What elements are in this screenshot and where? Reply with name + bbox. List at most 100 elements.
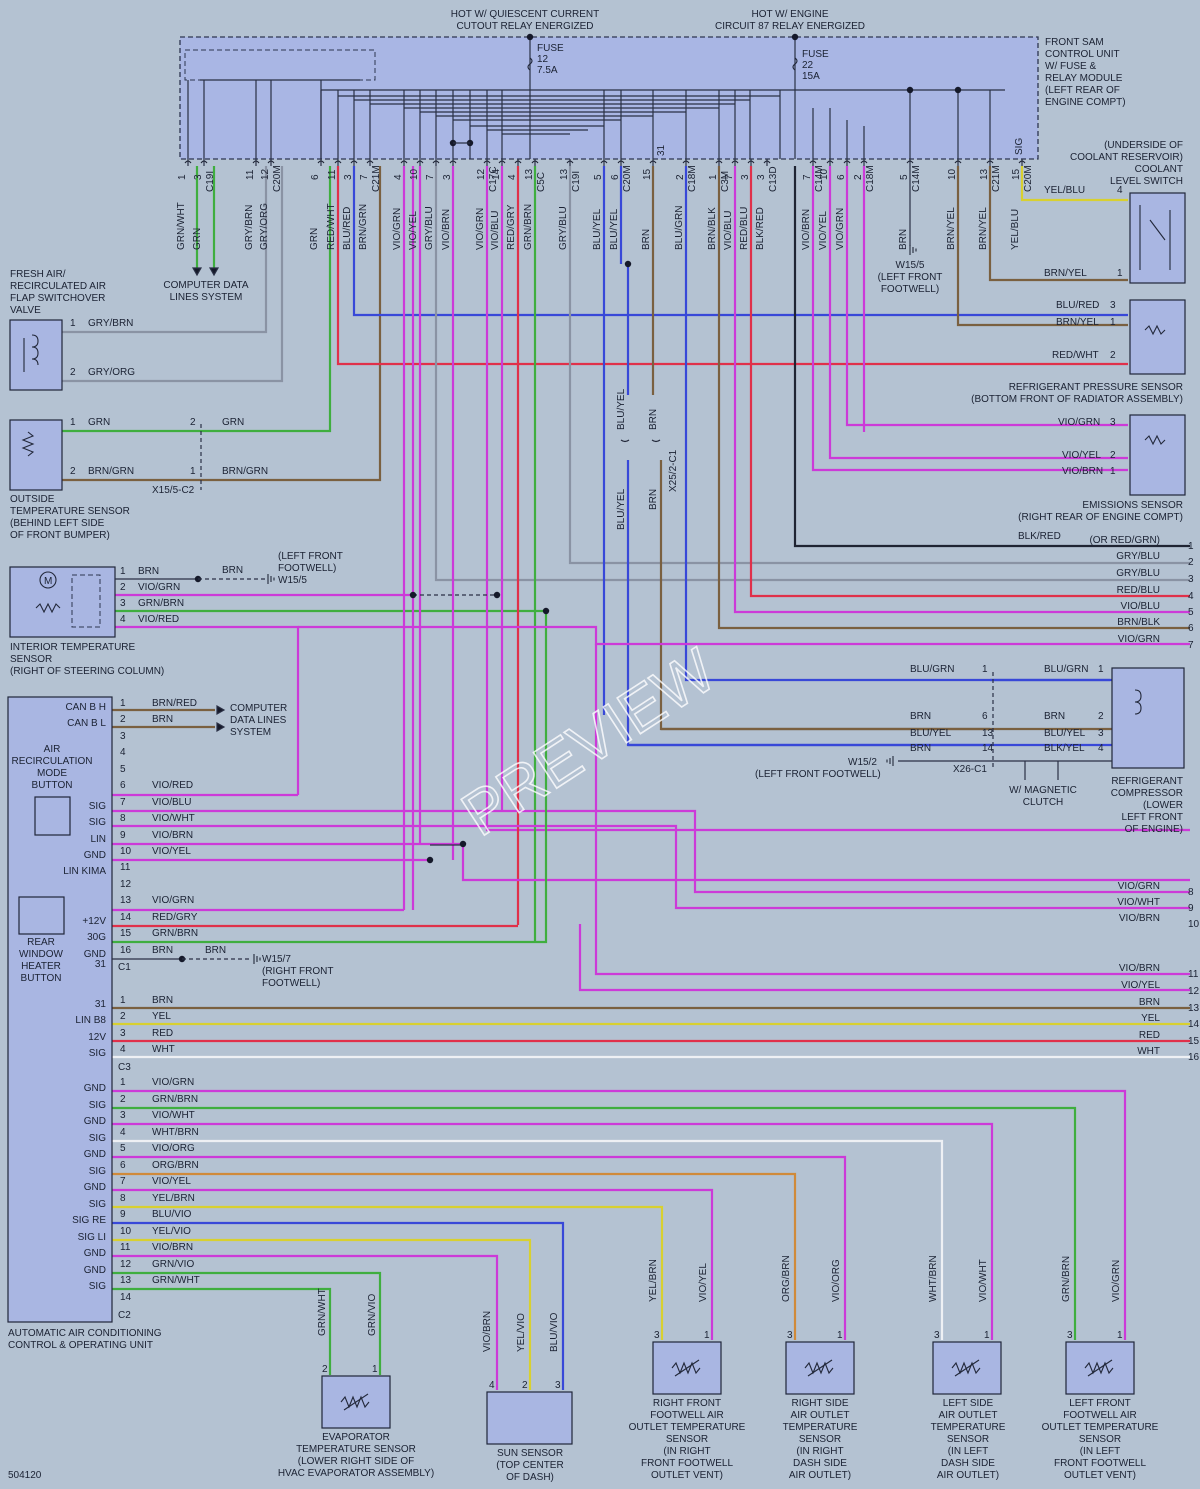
sam-wire-label: BLU/GRN — [674, 206, 685, 250]
thermistor-icon — [1084, 1361, 1114, 1375]
sam-conn-label: C18M — [865, 165, 876, 192]
connector-icon — [1018, 160, 1026, 164]
connector-icon — [400, 160, 408, 164]
lf-footwell-label: OUTLET TEMPERATURE — [1042, 1422, 1159, 1433]
pin-number: 4 — [120, 1127, 126, 1138]
motor-label: M — [44, 576, 52, 587]
wire-label: RED — [152, 1028, 173, 1039]
outside-temp-label: (BEHIND LEFT SIDE — [10, 518, 105, 529]
thermistor-icon — [1144, 434, 1166, 446]
wire-label: YEL/BRN — [648, 1259, 659, 1302]
thermistor-icon — [954, 1359, 980, 1377]
evaporator-sensor — [321, 1375, 391, 1429]
pin-function: 12V — [88, 1032, 106, 1043]
pin-number: 1 — [1117, 268, 1123, 279]
wire-label: GRN/WHT — [317, 1288, 328, 1336]
ls-outlet-label: DASH SIDE — [941, 1458, 995, 1469]
wire-label: VIO/GRN — [138, 582, 180, 593]
wire-label: BRN/GRN — [222, 466, 268, 477]
refrigerant-compressor — [1111, 667, 1185, 769]
ls-outlet-label: AIR OUTLET — [939, 1410, 998, 1421]
wire-label: BRN — [152, 714, 173, 725]
sam-pin-number: 2 — [675, 174, 686, 180]
ls-outlet-label: AIR OUTLET) — [937, 1470, 999, 1481]
computer-data-lines-mid: DATA LINES — [230, 715, 287, 726]
pin-function: SIG — [89, 1281, 106, 1292]
sam-wire-label: GRY/BLU — [558, 206, 569, 250]
wire-vio-grn-487 — [485, 166, 1190, 832]
sam-pin-number: 12 — [260, 168, 271, 180]
rear-window-button — [18, 896, 65, 935]
sam-pin-number: 11 — [327, 169, 338, 180]
wire-c2-7 — [112, 1188, 714, 1340]
hot-quiescent-label: CUTOUT RELAY ENERGIZED — [456, 21, 593, 32]
wire-grn-brn-c1 — [112, 611, 548, 944]
c1-label: C1 — [118, 962, 131, 973]
pin-function: GND — [84, 1149, 106, 1160]
sam-conn-label: C20M — [1023, 165, 1034, 192]
sam-pin-number: 3 — [193, 174, 204, 180]
wire-vio-blu-c1 — [112, 809, 1190, 894]
wire-c2-12 — [112, 1271, 382, 1375]
wire-label: BLU/RED — [1056, 300, 1099, 311]
fresh-air-valve-label: VALVE — [10, 305, 41, 316]
arrow-icon — [208, 267, 220, 277]
sam-pin-number: 10 — [947, 168, 958, 180]
emissions-sensor — [1129, 414, 1186, 496]
wire-gry-blu — [434, 166, 1190, 582]
wire-label: BRN — [205, 945, 226, 956]
wire-label: BLU/YEL — [1044, 728, 1086, 739]
wire-vio-brn-2 — [811, 166, 1128, 472]
pin-number: 3 — [654, 1330, 660, 1341]
w157-label: FOOTWELL) — [262, 978, 320, 989]
sam-module-label: FRONT SAM — [1045, 37, 1104, 48]
wire-label: VIO/YEL — [152, 846, 191, 857]
edge-number: 4 — [1188, 591, 1194, 602]
edge-number: 8 — [1188, 887, 1194, 898]
wire-label: WHT/BRN — [928, 1255, 939, 1302]
edge-number: 14 — [1188, 1019, 1200, 1030]
pin-number: 1 — [120, 698, 126, 709]
sam-pin-number: 7 — [802, 174, 813, 180]
splice-dot — [906, 86, 914, 94]
rf-footwell-label: OUTLET TEMPERATURE — [629, 1422, 746, 1433]
wire-label: VIO/BLU — [152, 797, 191, 808]
pin-number: 1 — [120, 995, 126, 1006]
sun-sensor — [486, 1391, 573, 1445]
control-unit-label: AUTOMATIC AIR CONDITIONING — [8, 1328, 162, 1339]
pin-number: 3 — [120, 1110, 126, 1121]
rear-window-label: WINDOW — [19, 949, 63, 960]
sam-wire-label: RED/BLU — [739, 207, 750, 250]
thermistor-icon — [807, 1359, 833, 1377]
lf-footwell-label: (IN LEFT — [1080, 1446, 1121, 1457]
fresh-air-valve-label: FRESH AIR/ — [10, 269, 66, 280]
pin-number: 3 — [120, 1028, 126, 1039]
edge-wire-label: VIO/GRN — [1118, 881, 1160, 892]
wire-label: VIO/YEL — [152, 1176, 191, 1187]
pin-function: SIG — [89, 1048, 106, 1059]
magnetic-clutch-label: W/ MAGNETIC — [1009, 785, 1077, 796]
ls-outlet-label: LEFT SIDE — [943, 1398, 994, 1409]
wire-label: VIO/WHT — [978, 1259, 989, 1302]
w155-mid-label: (LEFT FRONT — [278, 551, 343, 562]
lf-footwell-label: FRONT FOOTWELL — [1054, 1458, 1146, 1469]
connector-icon — [531, 160, 539, 164]
ls-outlet-label: (IN LEFT — [948, 1446, 989, 1457]
interior-temp-sensor — [9, 566, 116, 638]
w155-mid-label: FOOTWELL) — [278, 563, 336, 574]
wire-grn-outside — [62, 166, 332, 433]
pin-number: 4 — [120, 1044, 126, 1055]
edge-wire-label: VIO/YEL — [1121, 980, 1160, 991]
refrig-pressure-label: REFRIGERANT PRESSURE SENSOR — [1009, 382, 1183, 393]
wire-label: VIO/BRN — [152, 1242, 193, 1253]
wire-brn-blk — [717, 166, 1190, 630]
wire-label: GRN — [88, 417, 110, 428]
pin-number: 3 — [1067, 1330, 1073, 1341]
wire-vio-grn-2 — [845, 166, 1128, 427]
evaporator-label: (LOWER RIGHT SIDE OF — [298, 1456, 415, 1467]
ground-mark — [886, 756, 894, 766]
wire-label: VIO/GRN — [152, 1077, 194, 1088]
wire-label: YEL/VIO — [152, 1226, 191, 1237]
wire-label: BLU/YEL — [616, 388, 627, 430]
